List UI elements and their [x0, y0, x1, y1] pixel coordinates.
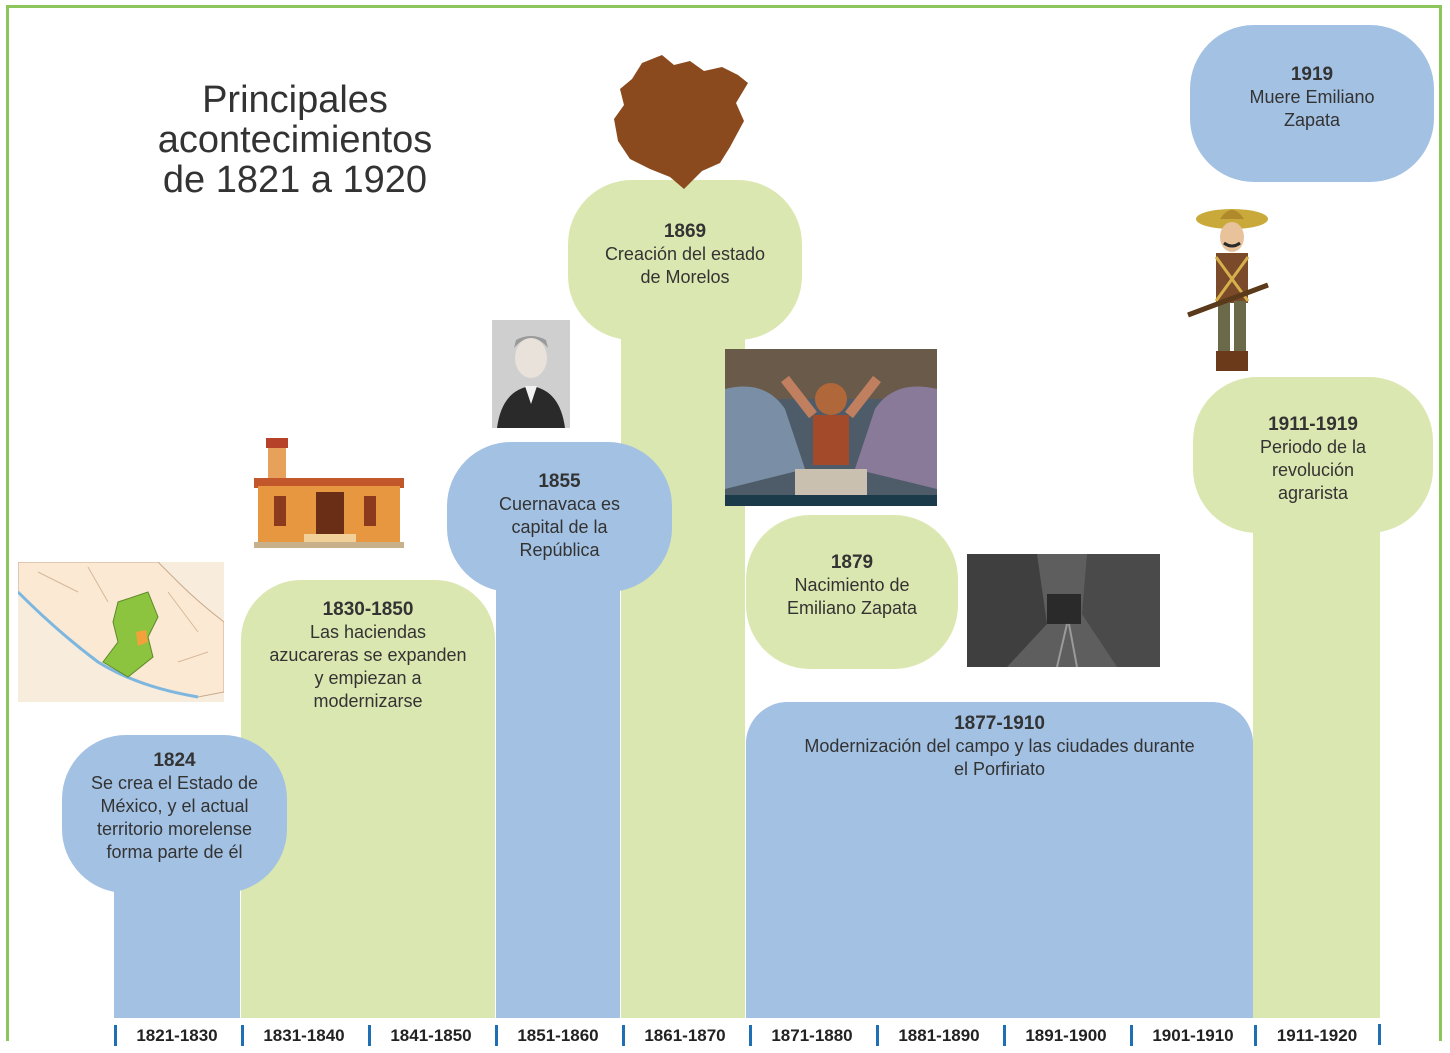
- event-text: Creación del estado de Morelos: [604, 244, 766, 287]
- decade-label: 1841-1850: [368, 1019, 494, 1046]
- event-1869: 1869 Creación del estado de Morelos: [568, 180, 802, 340]
- title-line-2: de 1821 a 1920: [162, 159, 428, 201]
- decade-label: 1821-1830: [114, 1019, 240, 1046]
- column-1851-1860: [496, 530, 620, 1018]
- event-text: Modernización del campo y las ciudades d…: [804, 736, 1195, 779]
- decade-label: 1891-1900: [1003, 1019, 1129, 1046]
- event-year: 1879: [830, 552, 874, 573]
- event-year: 1830-1850: [322, 599, 414, 620]
- event-1855: 1855 Cuernavaca es capital de la Repúbli…: [447, 442, 672, 592]
- event-year: 1869: [663, 221, 707, 242]
- decade-label: 1901-1910: [1130, 1019, 1256, 1046]
- decade-label: 1911-1920: [1254, 1019, 1380, 1046]
- page-frame: [6, 5, 1442, 1041]
- event-text: Se crea el Estado de México, y el actual…: [90, 773, 259, 862]
- event-1830-1850: 1830-1850 Las haciendas azucareras se ex…: [241, 580, 495, 711]
- column-1911-1920: [1253, 490, 1380, 1018]
- mural-icon: [725, 349, 937, 506]
- event-text: Muere Emiliano Zapata: [1249, 87, 1375, 130]
- event-text: Nacimiento de Emiliano Zapata: [786, 575, 918, 618]
- event-year: 1919: [1290, 64, 1334, 85]
- timeline-axis: 1821-1830 1831-1840 1841-1850 1851-1860 …: [114, 1018, 1380, 1046]
- event-1919: 1919 Muere Emiliano Zapata: [1190, 25, 1434, 182]
- event-year: 1824: [153, 750, 196, 771]
- title-line-1: Principales acontecimientos: [157, 79, 433, 161]
- hacienda-icon: [254, 438, 404, 550]
- event-year: 1877-1910: [954, 713, 1045, 734]
- map-icon: [18, 562, 224, 702]
- zapata-figure-icon: [1184, 205, 1276, 377]
- event-text: Periodo de la revolución agrarista: [1259, 437, 1367, 503]
- event-year: 1911-1919: [1268, 414, 1358, 435]
- event-text: Las haciendas azucareras se expanden y e…: [269, 622, 467, 711]
- decade-label: 1871-1880: [749, 1019, 875, 1046]
- event-1879: 1879 Nacimiento de Emiliano Zapata: [746, 515, 958, 669]
- event-1824: 1824 Se crea el Estado de México, y el a…: [62, 735, 287, 893]
- event-1911-1919: 1911-1919 Periodo de la revolución agrar…: [1193, 377, 1433, 533]
- axis-end-tick: [1378, 1024, 1381, 1045]
- decade-label: 1831-1840: [241, 1019, 367, 1046]
- page-title: Principales acontecimientos de 1821 a 19…: [70, 80, 520, 200]
- column-1861-1870: [621, 300, 745, 1018]
- train-photo-icon: [967, 554, 1160, 667]
- event-text: Cuernavaca es capital de la República: [498, 494, 621, 560]
- decade-label: 1851-1860: [495, 1019, 621, 1046]
- decade-label: 1881-1890: [876, 1019, 1002, 1046]
- portrait-icon: [492, 320, 570, 428]
- morelos-shape-icon: [612, 55, 752, 192]
- event-1877-1910: 1877-1910 Modernización del campo y las …: [746, 702, 1253, 802]
- decade-label: 1861-1870: [622, 1019, 748, 1046]
- event-year: 1855: [538, 471, 581, 492]
